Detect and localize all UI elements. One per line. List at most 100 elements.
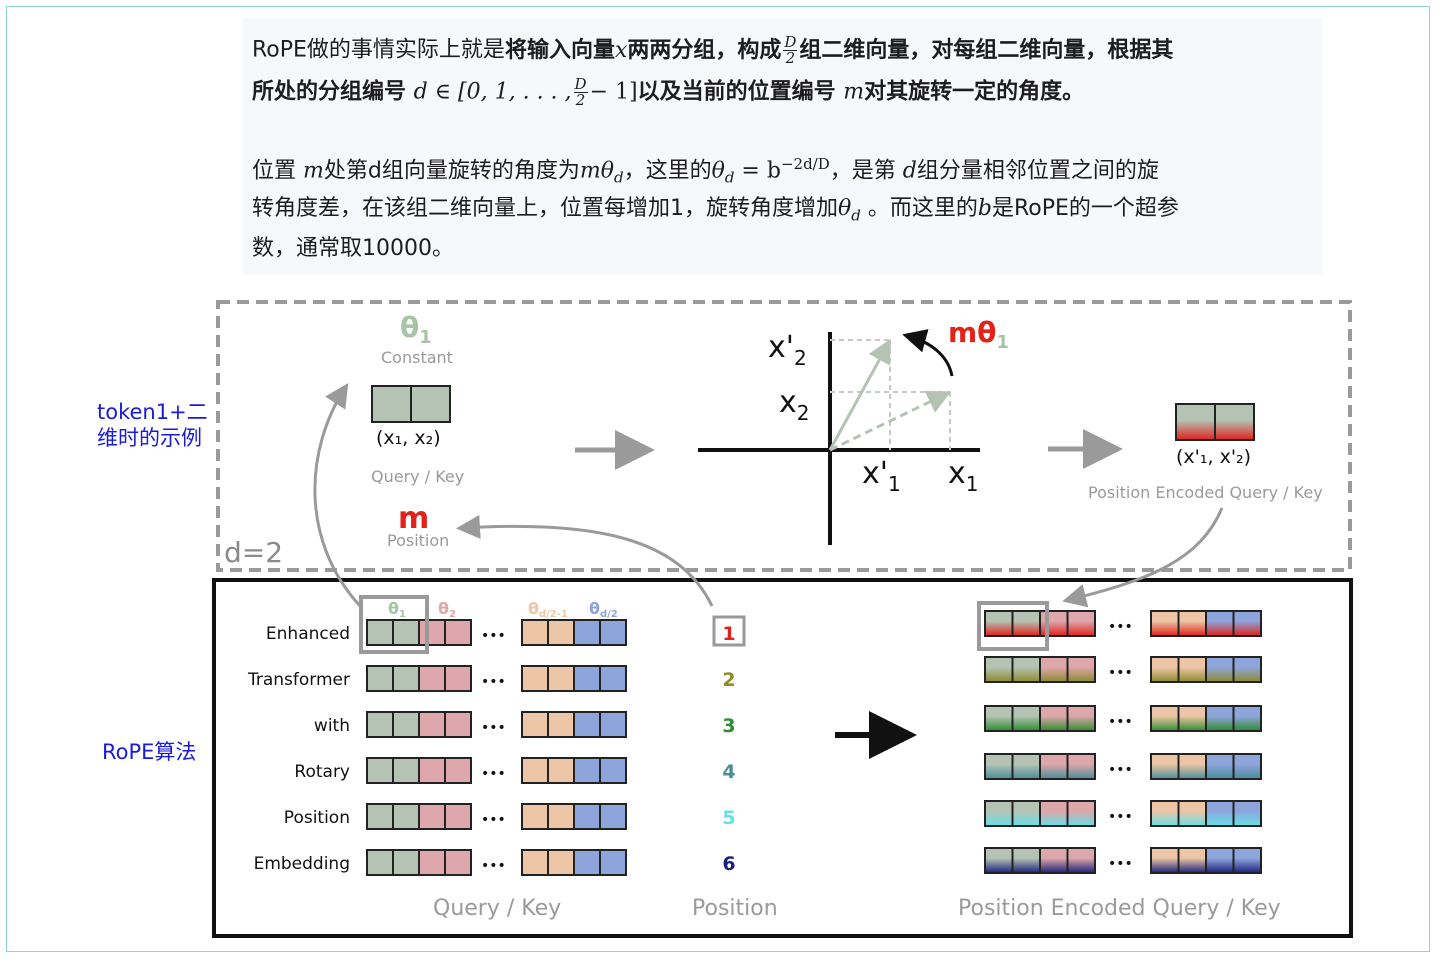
axis-label-x2-prime: x'2 (768, 330, 807, 370)
example-side-label-line2: 维时的示例 (97, 426, 202, 450)
query-key-cell (392, 619, 420, 646)
encoded-cell (1177, 847, 1207, 874)
encoded-cell (1232, 847, 1262, 874)
bottom-encoded-label: Position Encoded Query / Key (958, 896, 1281, 921)
query-key-cell (366, 619, 394, 646)
token-label: Position (284, 808, 350, 828)
encoded-cell (1066, 753, 1096, 780)
query-key-cell (418, 665, 446, 692)
query-key-cell (547, 711, 575, 738)
encoded-cell (1205, 847, 1235, 874)
encoded-cell (1011, 847, 1041, 874)
encoded-cell (1011, 753, 1041, 780)
query-key-cell (547, 849, 575, 876)
encoded-cell (1232, 656, 1262, 683)
encoded-cell (1232, 753, 1262, 780)
query-key-cell (599, 711, 627, 738)
arrow-encoded-to-grid (1062, 507, 1224, 608)
rotation-angle-label: mθ1 (948, 316, 1009, 353)
ellipsis: ••• (1108, 665, 1133, 681)
position-number: 1 (722, 623, 735, 645)
encoded-cell (1066, 656, 1096, 683)
query-key-cell (547, 619, 575, 646)
header-theta-d2-minus-1: θd/2-1 (528, 599, 568, 620)
encoded-cell (1232, 705, 1262, 732)
encoded-cell (984, 800, 1014, 827)
query-key-cell (599, 665, 627, 692)
example-position-label: Position (387, 531, 449, 550)
query-key-cell (599, 757, 627, 784)
encoded-cell (1066, 800, 1096, 827)
constant-label: Constant (381, 348, 453, 367)
query-key-cell (547, 803, 575, 830)
encoded-cell (1039, 753, 1069, 780)
encoded-cell (1150, 705, 1180, 732)
query-key-cell (392, 757, 420, 784)
rotation-plot (698, 329, 980, 545)
encoded-cell (1011, 656, 1041, 683)
ellipsis: ••• (1108, 856, 1133, 872)
encoded-cell (984, 705, 1014, 732)
position-number: 4 (722, 761, 735, 783)
query-key-cell (418, 711, 446, 738)
query-key-cell (599, 803, 627, 830)
encoded-cell (1150, 753, 1180, 780)
encoded-cell (984, 656, 1014, 683)
m-label: m (398, 501, 429, 536)
rotation-arrow (902, 329, 954, 377)
ellipsis: ••• (481, 812, 506, 828)
token-label: Transformer (247, 670, 350, 690)
query-key-cell (573, 803, 601, 830)
query-key-cell (366, 711, 394, 738)
encoded-cell (1205, 656, 1235, 683)
description-line-4: 转角度差，在该组二维向量上，位置每增加1，旋转角度增加θd 。而这里的b是RoP… (252, 196, 1179, 225)
query-key-cell (573, 711, 601, 738)
query-key-cell (418, 619, 446, 646)
encoded-cell (1150, 656, 1180, 683)
encoded-cell (1177, 705, 1207, 732)
query-key-cell (521, 665, 549, 692)
example-dashed-frame (216, 300, 1352, 572)
query-key-cell (444, 711, 472, 738)
encoded-cell (984, 847, 1014, 874)
query-key-cell (444, 849, 472, 876)
ellipsis: ••• (1108, 809, 1133, 825)
header-theta-d2: θd/2 (589, 599, 618, 620)
highlight-right-theta1 (977, 601, 1049, 651)
position-number: 2 (722, 669, 735, 691)
d-equals-2-label: d=2 (224, 536, 283, 569)
rotated-vector (828, 338, 891, 451)
encoded-cell (1177, 753, 1207, 780)
encoded-cell (1039, 705, 1069, 732)
arrow-position-to-m (456, 514, 714, 607)
ellipsis: ••• (1108, 714, 1133, 730)
description-line-3: 位置 m处第d组向量旋转的角度为mθd，这里的θd = b−2d/D，是第 d组… (252, 155, 1159, 187)
encoded-cell (1066, 610, 1096, 637)
encoded-pair-cell (1175, 403, 1255, 441)
encoded-cell (1177, 656, 1207, 683)
encoded-cell (1232, 610, 1262, 637)
encoded-cell (1066, 847, 1096, 874)
encoded-cell (1039, 610, 1069, 637)
query-key-cell (573, 619, 601, 646)
algorithm-side-label: RoPE算法 (102, 740, 197, 764)
query-key-cell (521, 711, 549, 738)
example-side-label-line1: token1+二 (97, 400, 208, 424)
encoded-cell (1011, 705, 1041, 732)
query-key-cell (599, 849, 627, 876)
encoded-cell (1066, 705, 1096, 732)
encoded-cell (1150, 610, 1180, 637)
query-key-cell (521, 757, 549, 784)
query-key-cell (366, 849, 394, 876)
query-key-cell (599, 619, 627, 646)
pair-label: (x₁, x₂) (376, 427, 441, 449)
query-key-cell (418, 803, 446, 830)
position-number: 6 (722, 853, 735, 875)
query-key-cell (366, 803, 394, 830)
query-key-cell (392, 803, 420, 830)
algorithm-rows: Enhanced•••1•••Transformer•••2•••with•••… (247, 610, 1262, 876)
highlight-left-theta1 (359, 595, 429, 654)
encoded-cell (984, 610, 1014, 637)
ellipsis: ••• (481, 720, 506, 736)
